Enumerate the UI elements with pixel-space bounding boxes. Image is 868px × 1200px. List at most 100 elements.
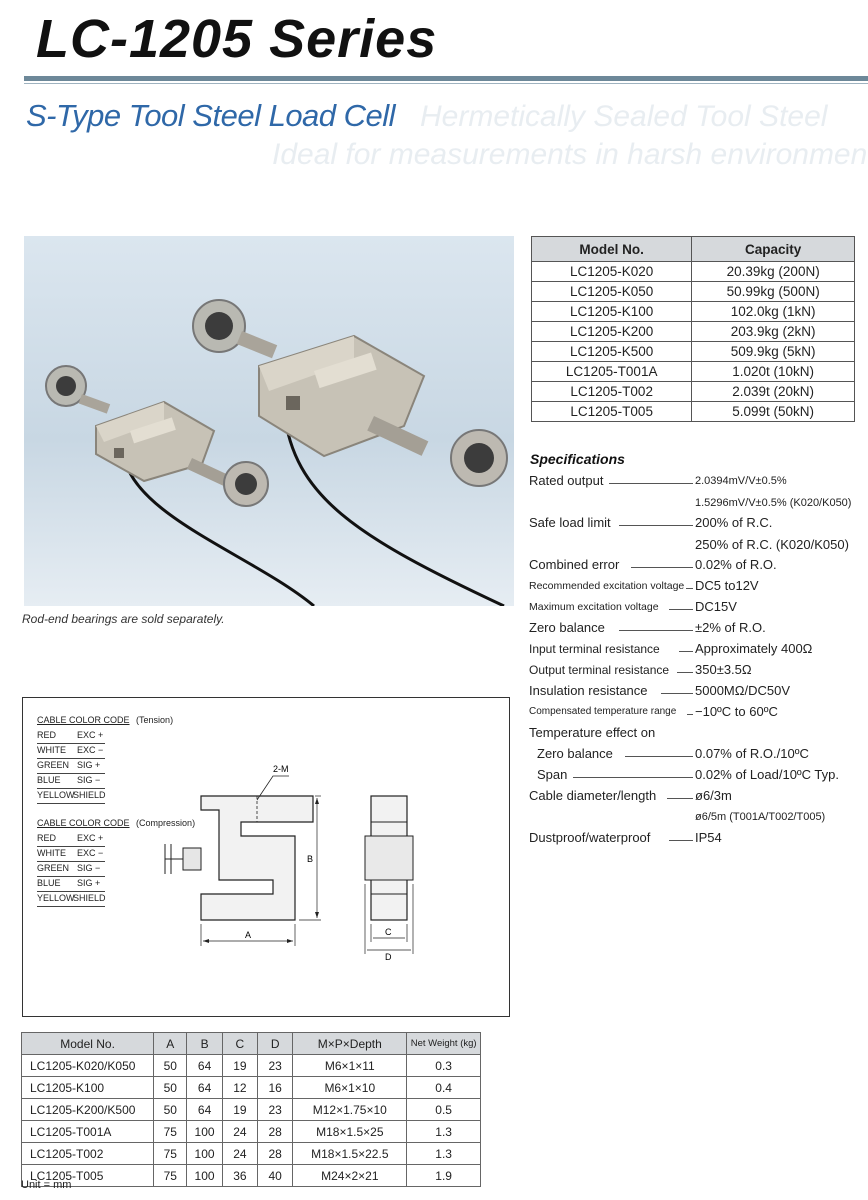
spec-value: Approximately 400Ω xyxy=(695,641,813,656)
spec-maximum-excitation: Maximum excitation voltage DC15V xyxy=(529,599,864,619)
watermark-line-2: Ideal for measurements in harsh environm… xyxy=(272,138,868,171)
header-model-no: Model No. xyxy=(530,236,693,262)
spec-cable-extra: ø6/5m (T001A/T002/T005) xyxy=(695,811,826,823)
header-c: C xyxy=(221,1032,259,1055)
specifications-heading: Specifications xyxy=(530,451,625,467)
spec-output-resistance: Output terminal resistance 350±3.5Ω xyxy=(529,662,864,682)
spec-label: Maximum excitation voltage xyxy=(529,601,661,613)
spec-label: Safe load limit xyxy=(529,515,613,530)
spec-input-resistance: Input terminal resistance Approximately … xyxy=(529,641,864,661)
model-cell: LC1205-K050 xyxy=(530,281,693,302)
large-load-cell xyxy=(192,299,508,487)
spec-value: −10ºC to 60ºC xyxy=(695,704,778,719)
spec-label: Insulation resistance xyxy=(529,683,650,698)
dimension-c-label: C xyxy=(385,927,392,937)
color-code-title: CABLE COLOR CODE xyxy=(37,715,130,725)
spec-dustproof: Dustproof/waterproof IP54 xyxy=(529,830,864,850)
spec-temp-zero-balance: Zero balance 0.07% of R.O./10ºC xyxy=(529,746,864,766)
color-code-mode: (Tension) xyxy=(136,715,174,725)
spec-value: DC15V xyxy=(695,599,737,614)
product-photo xyxy=(24,236,514,606)
cable-large xyxy=(282,410,505,606)
small-load-cell xyxy=(45,365,269,507)
spec-value: DC5 to12V xyxy=(695,578,759,593)
spec-safe-load-limit: Safe load limit 200% of R.C. xyxy=(529,515,864,535)
spec-label: Rated output xyxy=(529,473,606,488)
spec-rated-output: Rated output 2.0394mV/V±0.5% xyxy=(529,473,864,493)
cable-small xyxy=(122,455,315,606)
spec-zero-balance: Zero balance ±2% of R.O. xyxy=(529,620,864,640)
spec-label: Cable diameter/length xyxy=(529,788,659,803)
color-code-title: CABLE COLOR CODE xyxy=(37,818,130,828)
spec-label: Zero balance xyxy=(529,620,607,635)
spec-temperature-effect: Temperature effect on xyxy=(529,725,864,745)
capacity-cell: 20.39kg (200N) xyxy=(691,261,855,282)
model-cell: LC1205-K500 xyxy=(530,341,693,362)
capacity-cell: 50.99kg (500N) xyxy=(691,281,855,302)
dimension-b-label: B xyxy=(307,854,313,864)
dimension-table: Model No. A B C D M×P×Depth Net Weight (… xyxy=(20,1032,481,1187)
header-capacity: Capacity xyxy=(691,236,855,262)
header-net-weight: Net Weight (kg) xyxy=(406,1032,481,1055)
spec-label: Temperature effect on xyxy=(529,725,658,740)
spec-value: 200% of R.C. xyxy=(695,515,773,530)
model-cell: LC1205-K200 xyxy=(530,321,693,342)
spec-value: 350±3.5Ω xyxy=(695,662,752,677)
spec-safe-load-limit-extra: 250% of R.C. (K020/K050) xyxy=(695,537,849,552)
header-d: D xyxy=(257,1032,294,1055)
header-model-no: Model No. xyxy=(20,1032,155,1055)
spec-label: Compensated temperature range xyxy=(529,706,679,717)
compression-color-code: CABLE COLOR CODE (Compression) xyxy=(37,818,195,828)
header-a: A xyxy=(153,1032,188,1055)
dimension-a-label: A xyxy=(245,930,251,940)
spec-insulation-resistance: Insulation resistance 5000MΩ/DC50V xyxy=(529,683,864,703)
title-rule-thin xyxy=(24,83,868,84)
thread-label: 2-M xyxy=(273,764,289,774)
spec-compensated-range: Compensated temperature range −10ºC to 6… xyxy=(529,704,864,724)
model-cell: LC1205-K020 xyxy=(530,261,693,282)
spec-value: 0.07% of R.O./10ºC xyxy=(695,746,809,761)
spec-label: Combined error xyxy=(529,557,622,572)
spec-label: Input terminal resistance xyxy=(529,642,662,656)
spec-value: IP54 xyxy=(695,830,722,845)
spec-cable: Cable diameter/length ø6/3m xyxy=(529,788,864,808)
tension-color-code: CABLE COLOR CODE (Tension) xyxy=(37,715,173,725)
capacity-cell: 203.9kg (2kN) xyxy=(691,321,855,342)
dimension-header-row: Model No. A B C D M×P×Depth Net Weight (… xyxy=(20,1032,481,1055)
spec-rated-output-extra: 1.5296mV/V±0.5% (K020/K050) xyxy=(695,497,852,509)
capacity-cell: 509.9kg (5kN) xyxy=(691,341,855,362)
spec-label: Recommended excitation voltage xyxy=(529,580,687,592)
header-mpdepth: M×P×Depth xyxy=(292,1032,408,1055)
unit-note: Unit = mm xyxy=(21,1179,72,1191)
connector xyxy=(182,847,202,871)
capacity-cell: 2.039t (20kN) xyxy=(691,381,855,402)
spec-value: 2.0394mV/V±0.5% xyxy=(695,475,787,487)
series-title: LC-1205 Series xyxy=(36,9,438,69)
spec-value: ±2% of R.O. xyxy=(695,620,766,635)
spec-value: 0.02% of Load/10ºC Typ. xyxy=(695,767,839,782)
capacity-cell: 1.020t (10kN) xyxy=(691,361,855,382)
dimension-d-label: D xyxy=(385,952,392,962)
spec-recommended-excitation: Recommended excitation voltage DC5 to12V xyxy=(529,578,864,598)
spec-label: Dustproof/waterproof xyxy=(529,830,653,845)
spec-combined-error: Combined error 0.02% of R.O. xyxy=(529,557,864,577)
color-code-mode: (Compression) xyxy=(136,818,196,828)
